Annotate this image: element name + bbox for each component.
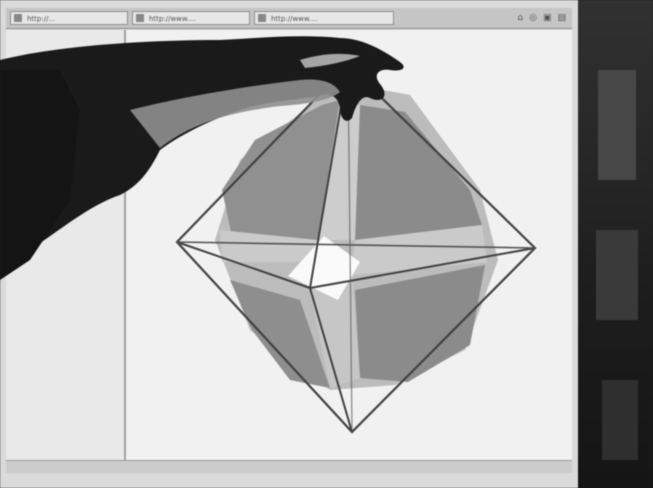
polyhedron-icon <box>177 65 535 432</box>
